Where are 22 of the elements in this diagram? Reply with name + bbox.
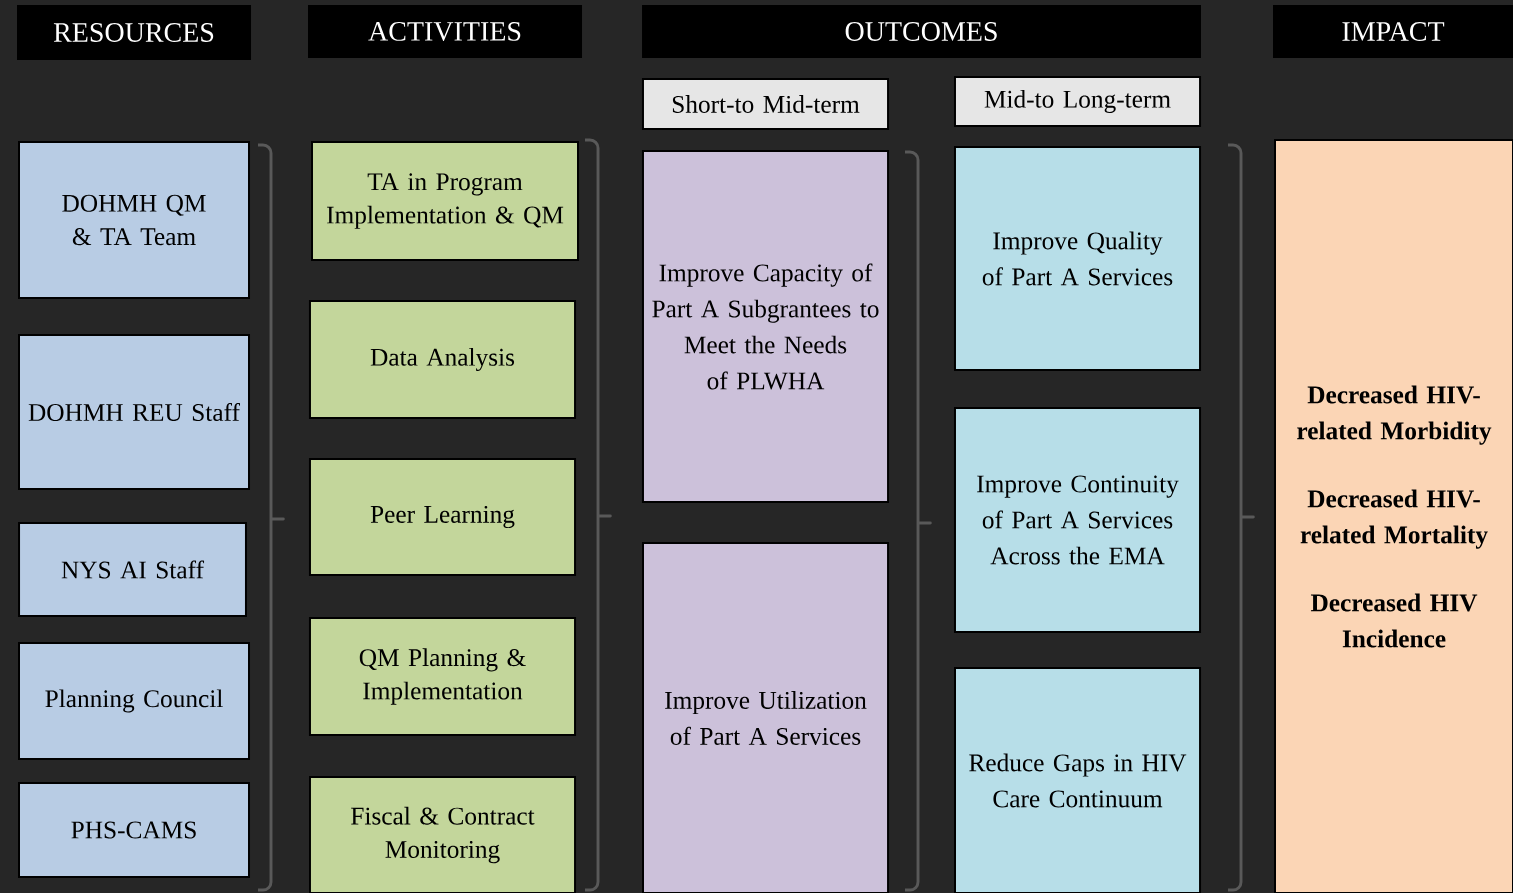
- header-bar: RESOURCES: [17, 5, 251, 60]
- resource-box: NYS AI Staff: [18, 521, 247, 618]
- outcome-box: Improve Quality of Part A Services: [954, 146, 1202, 371]
- outcome-box: Reduce Gaps in HIV Care Continuum: [954, 667, 1202, 893]
- resource-box: PHS-CAMS: [18, 782, 250, 878]
- header-bar: OUTCOMES: [642, 4, 1201, 59]
- impact-box: Decreased HIV-related Morbidity Decreased HIV-related Mortality Decreased HIV Incidence: [1274, 138, 1513, 893]
- activity-box: QM Planning & Implementation: [308, 616, 577, 737]
- header-bar: ACTIVITIES: [308, 4, 582, 59]
- resource-box: DOHMH REU Staff: [18, 334, 250, 490]
- activity-box: Data Analysis: [308, 299, 577, 420]
- outcome-box: Improve Capacity of Part A Subgrantees to Meet the Needs of PLWHA: [642, 150, 890, 503]
- resource-box: Planning Council: [18, 642, 250, 760]
- header-bar: IMPACT: [1273, 4, 1513, 59]
- activity-box: Fiscal & Contract Monitoring: [308, 776, 577, 893]
- subheader-box: Short-to Mid-term: [642, 78, 890, 130]
- activity-box: Peer Learning: [308, 458, 577, 576]
- activity-box: TA in Program Implementation & QM: [311, 141, 579, 261]
- subheader-box: Mid-to Long-term: [954, 75, 1202, 128]
- outcome-box: Improve Continuity of Part A Services Across the EMA: [954, 407, 1202, 633]
- outcome-box: Improve Utilization of Part A Services: [642, 542, 890, 893]
- resource-box: DOHMH QM & TA Team: [18, 141, 250, 299]
